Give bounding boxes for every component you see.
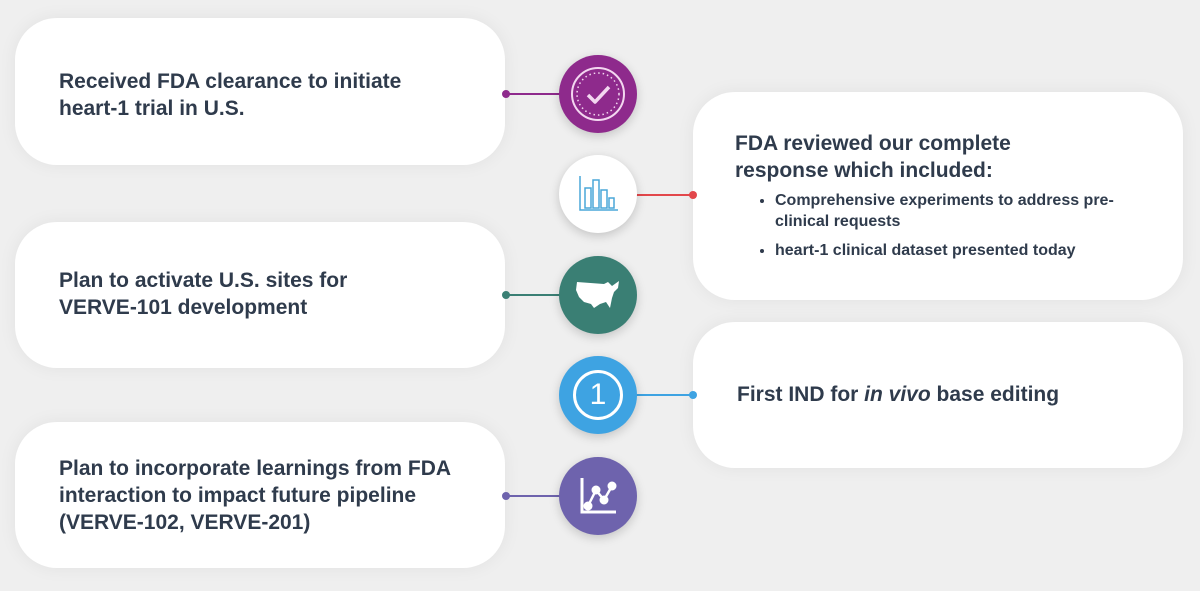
card-incorporate-learnings: Plan to incorporate learnings from FDA i…: [15, 422, 505, 568]
bullet-item: Comprehensive experiments to address pre…: [775, 190, 1139, 232]
bullet-item: heart-1 clinical dataset presented today: [775, 240, 1139, 261]
bullet-list: Comprehensive experiments to address pre…: [739, 184, 1139, 269]
connector-2: [630, 194, 693, 196]
number-one-label: 1: [573, 370, 623, 420]
card-text: First IND for in vivo base editing: [737, 381, 1157, 408]
number-one-icon: 1: [559, 356, 637, 434]
connector-4: [630, 394, 693, 396]
card-fda-clearance: Received FDA clearance to initiate heart…: [15, 18, 505, 165]
connector-dot: [689, 191, 697, 199]
connector-dot: [502, 90, 510, 98]
connector-1: [506, 93, 566, 95]
connector-3: [506, 294, 566, 296]
text-part: base editing: [930, 383, 1060, 406]
card-fda-reviewed: FDA reviewed our complete response which…: [693, 92, 1183, 300]
connector-dot: [502, 291, 510, 299]
connector-dot: [502, 492, 510, 500]
card-text: Plan to activate U.S. sites for VERVE-10…: [59, 269, 348, 319]
card-activate-sites: Plan to activate U.S. sites for VERVE-10…: [15, 222, 505, 368]
card-first-ind: First IND for in vivo base editing: [693, 322, 1183, 468]
us-map-icon: [559, 256, 637, 334]
text-part: First IND for: [737, 383, 865, 406]
card-text: Plan to incorporate learnings from FDA i…: [59, 457, 451, 534]
bar-chart-icon: [559, 155, 637, 233]
check-badge-icon: [559, 55, 637, 133]
connector-5: [506, 495, 566, 497]
card-text: Received FDA clearance to initiate heart…: [59, 70, 402, 120]
connector-dot: [689, 391, 697, 399]
text-italic: in vivo: [864, 383, 931, 406]
line-chart-icon: [559, 457, 637, 535]
card-title: FDA reviewed our complete response which…: [735, 132, 1011, 182]
